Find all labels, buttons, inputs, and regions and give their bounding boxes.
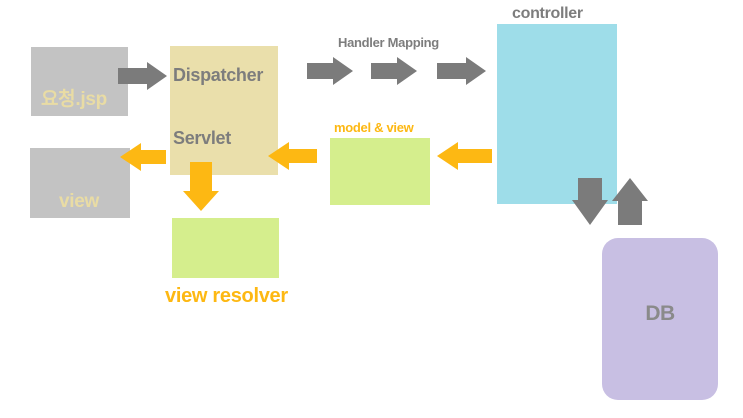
arrow-handler-mapping-1-icon xyxy=(307,57,353,85)
db-box: DB xyxy=(602,238,718,400)
controller-label: controller xyxy=(512,5,583,22)
arrow-handler-mapping-2-icon xyxy=(371,57,417,85)
arrow-handler-mapping-3-icon xyxy=(437,57,486,85)
view-label: view xyxy=(59,191,99,212)
arrow-db-to-controller-icon xyxy=(612,178,648,225)
dispatcher-servlet-label-line1: Dispatcher xyxy=(173,65,264,85)
dispatcher-servlet-label: Dispatcher Servlet xyxy=(173,23,263,191)
db-label: DB xyxy=(645,302,675,325)
model-and-view-label: model & view xyxy=(334,120,414,135)
view-box: view xyxy=(30,148,130,218)
request-jsp-label: 요청.jsp xyxy=(41,89,107,110)
arrow-controller-to-modelview-icon xyxy=(437,142,492,170)
view-resolver-box xyxy=(172,218,279,278)
view-resolver-label: view resolver xyxy=(165,285,288,307)
handler-mapping-label: Handler Mapping xyxy=(338,35,439,50)
model-and-view-box xyxy=(330,138,430,205)
request-jsp-box: 요청.jsp xyxy=(31,47,128,116)
dispatcher-servlet-label-line2: Servlet xyxy=(173,128,231,148)
controller-box xyxy=(497,24,617,204)
dispatcher-servlet-box xyxy=(170,46,278,175)
